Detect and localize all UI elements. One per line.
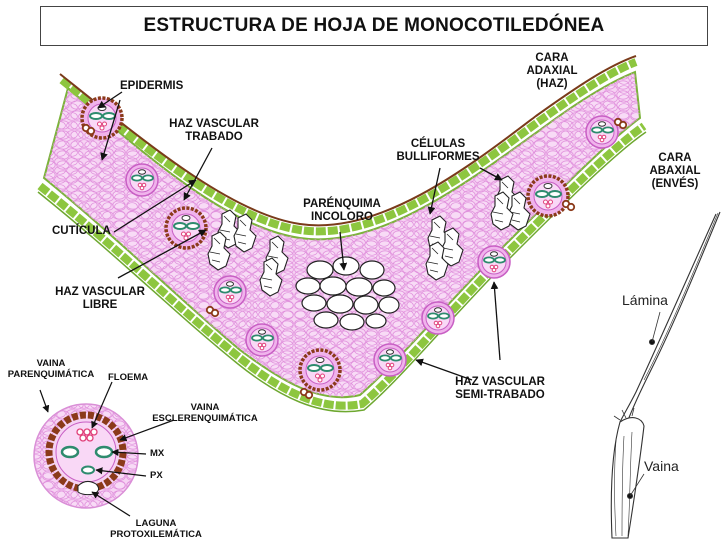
colorless-parenchyma <box>295 256 400 331</box>
metaxylem-right <box>94 445 114 459</box>
metaxylem-left <box>60 445 80 459</box>
label-epidermis: EPIDERMIS <box>120 80 184 92</box>
label-px: PX <box>150 470 163 481</box>
bundle-inset <box>33 381 175 517</box>
protoxylem <box>81 465 95 475</box>
upper-epidermis <box>59 58 638 236</box>
diagram-title: ESTRUCTURA DE HOJA DE MONOCOTILEDÓNEA <box>143 15 605 36</box>
label-floema: FLOEMA <box>108 372 149 383</box>
leaf-cross-section <box>37 55 647 413</box>
phloem-cells <box>76 428 98 442</box>
pointer-lines <box>97 91 503 381</box>
label-vaina: Vaina <box>644 458 679 474</box>
label-lamina: Lámina <box>622 292 668 308</box>
protoxylem-lacuna <box>77 480 100 496</box>
label-mx: MX <box>150 448 165 459</box>
label-cuticula: CUTÍCULA <box>52 225 111 237</box>
cuticle-line <box>59 55 637 227</box>
title-box: ESTRUCTURA DE HOJA DE MONOCOTILEDÓNEA <box>40 6 708 46</box>
plant-sketch <box>610 211 721 539</box>
